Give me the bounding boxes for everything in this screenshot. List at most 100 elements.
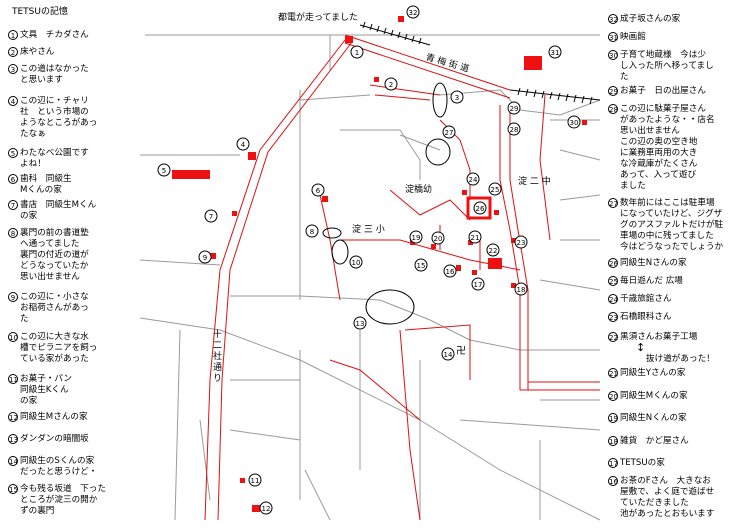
legend-text: 黒須さんお菓子工場	[620, 332, 698, 342]
svg-text:28: 28	[510, 126, 519, 134]
legend-text: 石橋眼科さん	[620, 312, 672, 322]
tram-tracks	[359, 21, 601, 105]
svg-text:8: 8	[310, 228, 314, 236]
main-roads	[204, 34, 600, 521]
svg-text:25: 25	[491, 186, 500, 194]
svg-text:6: 6	[316, 187, 321, 195]
legend-number: 26	[608, 258, 618, 268]
legend-text: わたなべ公園です よね！	[20, 148, 89, 169]
svg-text:14: 14	[444, 351, 453, 359]
svg-text:26: 26	[476, 205, 485, 213]
legend-text: 同級生Nさんの家	[620, 258, 687, 268]
legend-number: 5	[8, 148, 18, 158]
svg-text:29: 29	[510, 105, 519, 113]
label-yodo-sansho: 淀 三 小	[352, 225, 385, 235]
legend-text: 同級生Yさんの家	[620, 368, 686, 378]
svg-text:15: 15	[417, 262, 426, 270]
legend-number: 32	[608, 14, 618, 24]
svg-text:27: 27	[445, 129, 454, 137]
legend-text: 裏門の前の書道塾 へ通ってました 裏門の付近の道が どうなっていたか 思い出せま…	[20, 228, 89, 282]
legend-text: お菓子・パン 同級生Kくん の家	[20, 374, 72, 406]
legend-text: 子育て地蔵様 今は少 し入った所へ移ってまし た	[620, 50, 714, 82]
legend-text: 数年前にはここは駐車場 になっていたけど、ジグザ グのアスファルトだけが駐 車場…	[620, 198, 724, 252]
legend-text: 同級生Nくんの家	[620, 413, 687, 423]
legend-number: 31	[608, 32, 618, 42]
legend-number: 22	[608, 332, 618, 342]
map-title: TETSUの記憶	[12, 7, 68, 17]
legend-text: 同級生のSくんの家 だったと思うけど・	[20, 456, 98, 477]
legend-text: 成子坂さんの家	[620, 14, 681, 24]
legend-text: ダンダンの暗闇坂	[20, 434, 89, 444]
legend-number: 4	[8, 96, 18, 106]
legend-text: 映画館	[620, 32, 646, 42]
legend-number: 6	[8, 174, 18, 184]
svg-text:18: 18	[517, 286, 526, 294]
legend-text: お菓子 日の出屋さん	[620, 86, 706, 96]
svg-text:31: 31	[551, 49, 560, 57]
legend-number: 18	[608, 436, 618, 446]
svg-text:21: 21	[471, 234, 480, 242]
legend-number: 16	[608, 476, 618, 486]
svg-text:12: 12	[262, 505, 271, 513]
legend-text: 雑貨 かど屋さん	[620, 436, 689, 446]
svg-text:4: 4	[241, 141, 246, 149]
legend-number: 14	[8, 456, 18, 466]
legend-number: 8	[8, 228, 18, 238]
streets	[139, 34, 601, 521]
legend-number: 25	[608, 276, 618, 286]
svg-text:30: 30	[570, 119, 579, 127]
legend-number: 17	[608, 458, 618, 468]
svg-text:17: 17	[474, 281, 483, 289]
legend-number: 10	[8, 332, 18, 342]
updown-arrow-icon: ↕	[636, 341, 646, 354]
legend-number: 19	[608, 413, 618, 423]
svg-text:16: 16	[446, 268, 455, 276]
label-shortcut-note: 抜け道があった！	[646, 354, 715, 364]
legend-number: 11	[8, 374, 18, 384]
legend-number: 12	[8, 412, 18, 422]
label-yodo-nichu: 淀 二 中	[518, 177, 551, 187]
legend-text: 同級生Mくんの家	[620, 391, 688, 401]
label-juniso-dori: 十 二 社 通 り	[213, 330, 223, 384]
legend-number: 24	[608, 294, 618, 304]
legend-number: 9	[8, 292, 18, 302]
legend-number: 20	[608, 391, 618, 401]
legend-text: 文具 チカダさん	[20, 30, 89, 40]
svg-text:7: 7	[209, 213, 213, 221]
legend-number: 30	[608, 50, 618, 60]
legend-text: 今も残る坂道 下った ところが淀三の開か ずの裏門	[20, 484, 106, 516]
legend-text: 床やさん	[20, 47, 55, 57]
svg-text:9: 9	[203, 254, 207, 262]
legend-text: お茶のFさん 大きなお 屋敷で、よく庭で遊ばせ ていただきました 池があったとお…	[620, 476, 715, 519]
legend-text: 書店 同級生Mくん の家	[20, 200, 97, 221]
svg-text:2: 2	[389, 81, 393, 89]
legend-text: この道はなかった と思います	[20, 64, 89, 85]
svg-text:10: 10	[352, 259, 361, 267]
